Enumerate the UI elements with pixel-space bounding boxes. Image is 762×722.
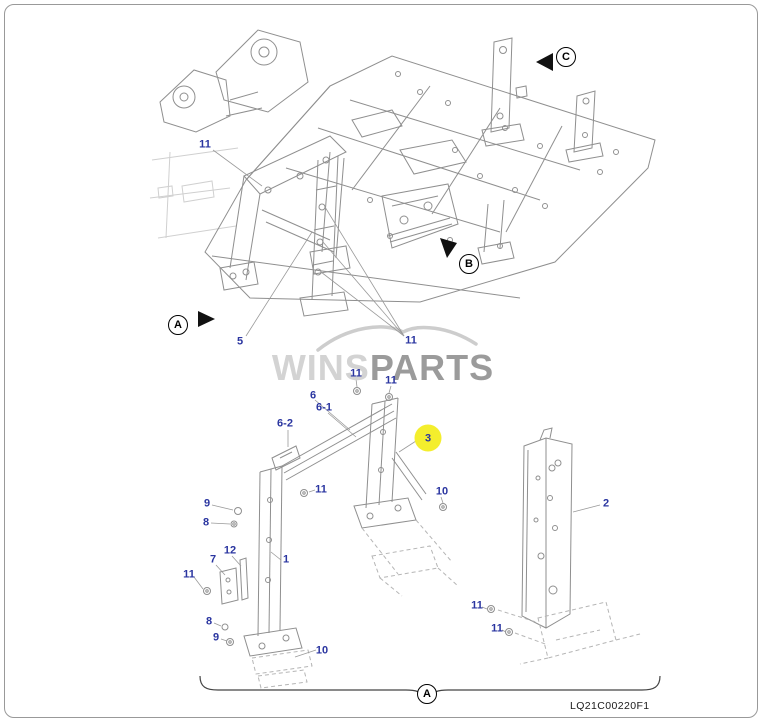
watermark-wins: WINS — [271, 347, 370, 388]
part-callout: 8 — [202, 516, 210, 529]
part-callout: 11 — [491, 622, 503, 635]
highlighted-part-callout[interactable]: 3 — [414, 424, 442, 452]
upper-chassis-wireframe — [159, 29, 656, 317]
section-marker-a-bottom: A — [417, 684, 437, 704]
part-callout: 11 — [405, 334, 417, 347]
part-callout: 9 — [203, 497, 211, 510]
arrow-c-icon — [536, 53, 553, 71]
part-callout: 11 — [471, 599, 483, 612]
part-callout: 5 — [236, 335, 244, 348]
chassis-faint-left — [149, 147, 239, 239]
part-callout: 6-2 — [277, 417, 293, 430]
part-callout: 11 — [350, 367, 362, 380]
part-callout: 6-1 — [316, 401, 332, 414]
part-callout: 11 — [385, 374, 397, 387]
lower-frame-assembly — [203, 387, 573, 657]
part-callout: 8 — [205, 615, 213, 628]
section-marker-c: C — [556, 47, 576, 67]
part-callout: 12 — [223, 544, 237, 557]
watermark-parts: PARTS — [369, 347, 495, 388]
part-callout: 6 — [309, 389, 317, 402]
leader-lines — [193, 149, 601, 658]
part-callout: 7 — [209, 553, 217, 566]
view-arrows — [198, 53, 553, 327]
part-callout: 9 — [212, 631, 220, 644]
part-callout: 11 — [315, 483, 327, 496]
section-marker-b: B — [459, 254, 479, 274]
section-marker-a: A — [168, 315, 188, 335]
part-callout: 11 — [183, 568, 195, 581]
watermark-swoosh-icon — [316, 325, 478, 352]
placement-dashed-lines — [251, 519, 641, 689]
watermark: WINSPARTS — [272, 350, 494, 386]
drawing-code: LQ21C00220F1 — [570, 700, 650, 712]
arrow-a-icon — [198, 311, 215, 327]
part-callout: 2 — [602, 497, 610, 510]
part-callout: 10 — [435, 485, 449, 498]
part-callout: 1 — [282, 553, 290, 566]
part-callout: 11 — [199, 138, 211, 151]
arrow-b-icon — [440, 238, 457, 258]
part-callout: 10 — [315, 644, 329, 657]
